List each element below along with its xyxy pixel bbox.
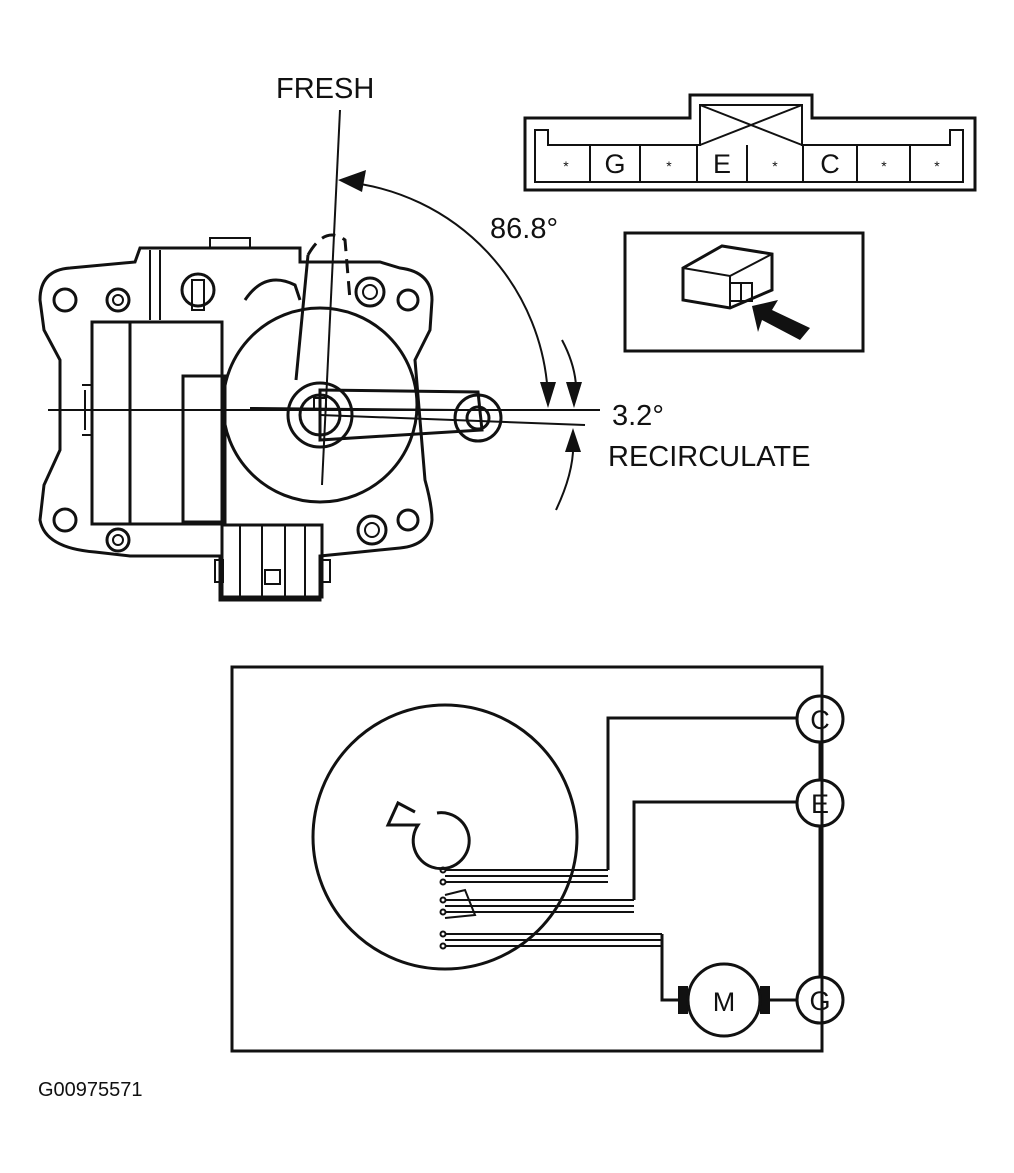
connector-pin-8: * <box>934 158 940 174</box>
connector-pin-g: G <box>604 149 625 179</box>
fresh-label: FRESH <box>276 73 374 105</box>
motor-brush-right <box>760 986 770 1014</box>
fresh-angle-arc <box>344 181 549 399</box>
figure-code: G00975571 <box>38 1079 143 1101</box>
motor-symbol <box>686 962 762 1038</box>
recirculate-label: RECIRCULATE <box>608 441 811 473</box>
arc-arrowhead-horizontal <box>540 382 556 408</box>
motor-label: M <box>713 987 736 1017</box>
wire-to-c <box>606 716 798 870</box>
terminal-g <box>795 975 845 1025</box>
wire-to-motor <box>660 934 678 1002</box>
angle-fresh-label: 86.8° <box>490 213 558 245</box>
schematic-frame <box>230 665 824 1053</box>
wire-to-e <box>632 800 798 900</box>
connector-pin-3: * <box>666 158 672 174</box>
terminal-g-label: G <box>809 986 830 1016</box>
view-direction-arrow-icon <box>752 300 810 340</box>
connector-pins: * G * E * C * * <box>563 145 940 182</box>
connector-pin-e: E <box>713 149 731 179</box>
wiper-tracks <box>439 866 662 950</box>
terminal-c-label: C <box>810 705 830 735</box>
connector-pin-5: * <box>772 158 778 174</box>
potentiometer-disk <box>311 703 579 971</box>
terminal-e-label: E <box>811 789 829 819</box>
arc-arrowhead-upper <box>566 382 582 408</box>
fresh-position-line <box>321 109 341 486</box>
schematic-diagram: M C E G <box>230 665 845 1053</box>
angle-recirc-label: 3.2° <box>612 400 664 432</box>
connector-face <box>523 93 977 192</box>
connector-pin-1: * <box>563 158 569 174</box>
terminal-c <box>795 694 845 744</box>
connector-pin-7: * <box>881 158 887 174</box>
disk-hub <box>385 800 471 871</box>
arc-arrowhead-fresh <box>338 170 366 192</box>
arc-arrowhead-lower <box>565 428 581 452</box>
terminal-e <box>795 778 845 828</box>
recirculate-position-line <box>319 414 586 426</box>
connector-view-icon <box>623 231 865 353</box>
motor-brush-left <box>678 986 688 1014</box>
connector-pin-c: C <box>820 149 840 179</box>
actuator-body <box>38 233 503 602</box>
